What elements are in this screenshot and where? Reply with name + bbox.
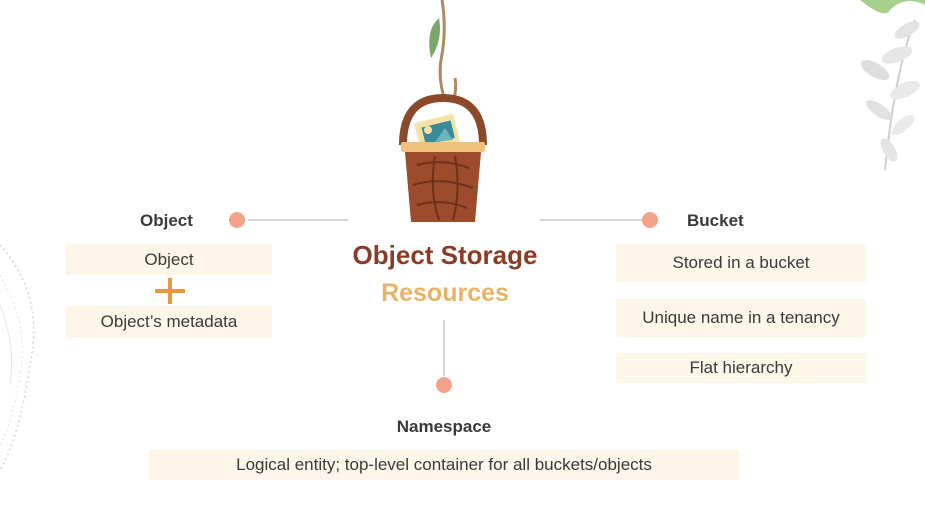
object-item-object: Object xyxy=(66,244,272,275)
center-subtitle: Resources xyxy=(381,279,509,307)
globe-decoration xyxy=(0,244,35,471)
namespace-heading: Namespace xyxy=(396,417,492,436)
bucket-node-dot xyxy=(642,212,658,228)
center-title: Object Storage xyxy=(352,240,538,270)
object-item-metadata: Object’s metadata xyxy=(66,306,272,338)
leaf-decoration xyxy=(860,0,925,171)
bucket-item-stored: Stored in a bucket xyxy=(616,244,866,282)
bucket-heading: Bucket xyxy=(687,211,744,230)
bucket-item-flat: Flat hierarchy xyxy=(616,353,866,383)
namespace-node-dot xyxy=(436,377,452,393)
connector-bucket xyxy=(540,219,644,221)
object-node-dot xyxy=(229,212,245,228)
connector-object xyxy=(248,219,348,221)
basket-icon xyxy=(399,0,487,222)
object-heading: Object xyxy=(140,211,193,230)
namespace-description: Logical entity; top-level container for … xyxy=(149,450,739,480)
connector-namespace xyxy=(443,320,445,376)
bucket-item-unique-name: Unique name in a tenancy xyxy=(616,299,866,337)
plus-icon xyxy=(155,278,185,304)
